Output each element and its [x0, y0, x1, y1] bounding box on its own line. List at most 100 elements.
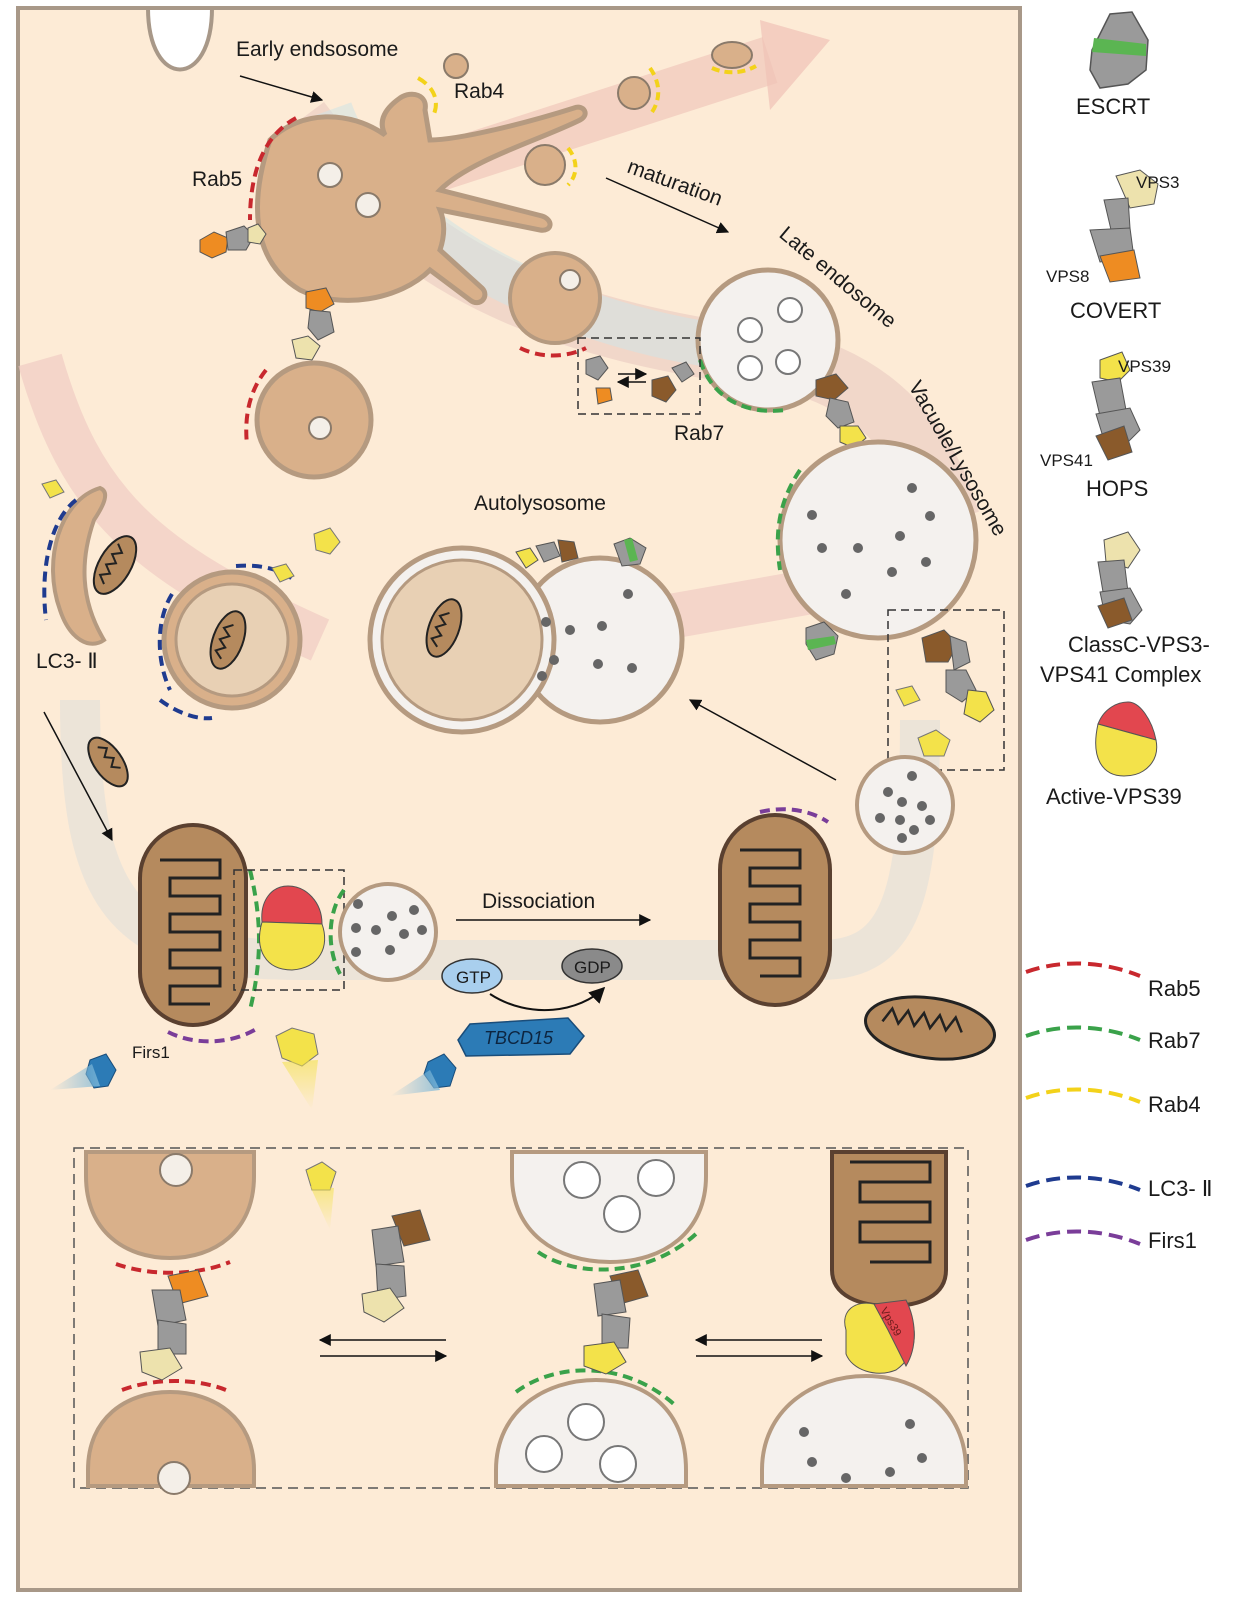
intraluminal-vesicle: [737, 317, 763, 343]
hops-complex: [815, 373, 867, 449]
rab4-vesicle: [524, 144, 566, 186]
mitochondrion-small: [92, 535, 138, 595]
vps39-free: [313, 527, 341, 555]
legend-classc-shape: [1097, 531, 1143, 629]
mitochondrion-left: [138, 823, 248, 1027]
early-endosome: [255, 91, 588, 306]
label-lc3: LC3- Ⅱ: [36, 650, 98, 673]
legend: ESCRT VPS3 VPS8 COVERT VPS39 VPS41 HOPS …: [1025, 11, 1213, 1253]
legend-line-rab7-swatch: [1025, 1025, 1141, 1042]
legend-line-rab7: Rab7: [1148, 1028, 1201, 1053]
covert-in-box: [585, 355, 613, 405]
mitochondrion-right: [718, 813, 832, 1007]
late-endosome: [695, 267, 841, 413]
rab4-marker-early: [416, 76, 438, 119]
label-autolysosome: Autolysosome: [474, 492, 606, 515]
rab4-vesicle: [443, 53, 469, 79]
rab4-vesicle: [711, 41, 753, 69]
hops-on-autolysosome: [515, 539, 579, 569]
lysosome-content: [807, 483, 935, 599]
mitochondrion-in-autophagosome: [209, 610, 247, 670]
mitophagy-arrow: [43, 711, 113, 842]
label-rab5: Rab5: [192, 168, 242, 191]
legend-line-firs1: Firs1: [1148, 1228, 1197, 1253]
label-firs1: Firs1: [132, 1043, 170, 1062]
intraluminal-vesicle: [308, 416, 332, 440]
intraluminal-vesicle: [737, 355, 763, 381]
legend-line-rab5: Rab5: [1148, 976, 1201, 1001]
lysosome-contact-content: [351, 899, 427, 957]
pathway-arrowhead-rab4: [760, 20, 830, 110]
intraluminal-vesicle: [559, 269, 581, 291]
inset-panel-active: [760, 1150, 968, 1488]
rab5-marker-early: [248, 116, 297, 221]
rab4-vesicle: [617, 76, 651, 110]
vps39-free: [895, 685, 921, 707]
vps39-free: [275, 1027, 319, 1067]
legend-hops-shape: [1091, 351, 1141, 461]
legend-vps41: VPS41: [1040, 451, 1093, 470]
intraluminal-vesicle: [775, 349, 801, 375]
phagophore: [51, 485, 108, 646]
legend-line-firs1-swatch: [1025, 1229, 1141, 1246]
legend-line-lc3-swatch: [1025, 1175, 1141, 1192]
covert-complex: [199, 223, 267, 259]
vps39-free: [271, 563, 295, 583]
mitochondrion-small: [87, 736, 129, 788]
rab4-marker: [711, 64, 757, 75]
fusion-arrow: [688, 699, 837, 781]
firs1-marker: [167, 1026, 260, 1044]
active-vps39-red: [261, 885, 323, 925]
inset-panel-covert: [84, 1150, 256, 1495]
inset-free-complex: [305, 1161, 431, 1323]
inset-panel-hops: [494, 1150, 708, 1488]
label-rab7: Rab7: [674, 422, 724, 445]
legend-classc-line1: ClassC-VPS3-: [1068, 632, 1210, 657]
plasma-membrane-invagination: [145, 6, 215, 72]
mitochondrion-free: [863, 995, 997, 1061]
vps39-free: [41, 479, 65, 499]
firs1-marker: [759, 807, 830, 824]
rab5-marker: [519, 346, 587, 358]
autolysosome: [367, 545, 685, 735]
rab4-marker: [648, 66, 661, 117]
classc-complex: [921, 629, 995, 723]
maturation-arrow: [605, 177, 730, 234]
escrt-complex: [805, 621, 839, 661]
label-gtp: GTP: [456, 968, 491, 987]
rab4-marker: [566, 146, 578, 187]
legend-vps8: VPS8: [1046, 267, 1089, 286]
legend-active-vps39-shape: [1095, 701, 1158, 777]
lc3-marker: [235, 563, 298, 584]
vacuole-lysosome: [777, 439, 979, 641]
lc3-marker: [157, 592, 174, 691]
legend-hops: HOPS: [1086, 476, 1148, 501]
legend-line-rab4: Rab4: [1148, 1092, 1201, 1117]
legend-vps39: VPS39: [1118, 357, 1171, 376]
motion-trail: [50, 1064, 100, 1090]
label-gdp: GDP: [574, 958, 611, 977]
legend-escrt-shape: [1089, 11, 1149, 89]
rab7-marker-late: [698, 359, 786, 413]
rab-conversion-box: [577, 337, 701, 415]
legend-vps3: VPS3: [1136, 173, 1179, 192]
tbcd15-shape: [457, 1017, 585, 1057]
lc3-marker: [158, 698, 213, 721]
hops-in-box: [651, 361, 695, 403]
lysosome-small-content: [875, 771, 935, 843]
label-tbcd15: TBCD15: [484, 1028, 554, 1048]
early-endosome-small: [508, 251, 602, 345]
lc3-marker: [42, 498, 78, 621]
legend-line-lc3: LC3- Ⅱ: [1148, 1176, 1213, 1201]
vps39-free: [917, 729, 951, 757]
legend-line-rab5-swatch: [1025, 961, 1141, 978]
gdp-badge: [561, 948, 623, 984]
motion-trail: [390, 1070, 440, 1096]
escrt-on-autolysosome: [613, 537, 647, 567]
legend-covert-shape: [1089, 169, 1159, 283]
intraluminal-vesicle: [777, 297, 803, 323]
legend-escrt: ESCRT: [1076, 94, 1150, 119]
active-vps39-yellow: [259, 921, 326, 971]
rab7-marker-lysosome: [775, 468, 802, 571]
